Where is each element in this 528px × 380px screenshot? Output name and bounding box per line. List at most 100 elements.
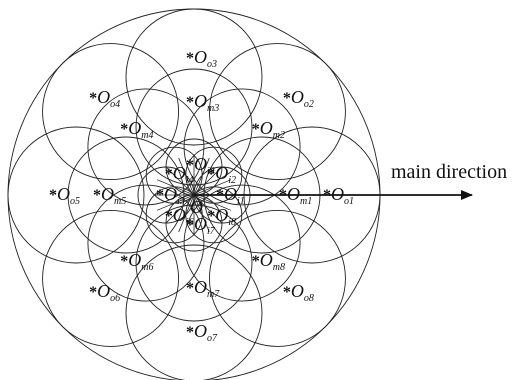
point-label-base: O <box>101 184 114 204</box>
point-label-m7: *Om7 <box>186 277 220 300</box>
point-label-subscript: m5 <box>114 196 126 207</box>
point-label-subscript: i4 <box>186 175 194 186</box>
point-label-m4: *Om4 <box>120 118 153 141</box>
star-marker-icon: * <box>207 166 215 183</box>
center-ray <box>165 166 195 196</box>
point-label-base: O <box>194 321 207 341</box>
point-labels: *Oi1*Oi2*Oi3*Oi4*Oi5*Oi6*Oi7*Oi8*Om1*Om2… <box>49 47 354 344</box>
center-ray <box>178 157 195 196</box>
point-label-m8: *Om8 <box>252 250 285 273</box>
point-label-subscript: i2 <box>228 175 236 186</box>
star-marker-icon: * <box>186 157 194 174</box>
point-label-subscript: o6 <box>110 293 120 304</box>
star-marker-icon: * <box>323 187 331 204</box>
point-label-subscript: i7 <box>207 226 216 237</box>
point-label-subscript: i5 <box>177 196 185 207</box>
point-label-m1: *Om1 <box>279 184 312 207</box>
middle-circle-6 <box>87 184 205 302</box>
outer-circle-3 <box>125 8 263 146</box>
outer-circle-5 <box>7 126 145 264</box>
point-label-m2: *Om2 <box>252 118 285 141</box>
point-label-subscript: m7 <box>207 289 220 300</box>
outer-circle-7 <box>125 244 263 380</box>
center-ray <box>156 194 195 211</box>
center-point-label: O <box>190 197 203 217</box>
point-label-base: O <box>260 250 273 270</box>
center-ray <box>156 179 195 196</box>
point-label-subscript: m2 <box>273 130 285 141</box>
star-marker-icon: * <box>216 187 224 204</box>
point-label-o7: *Oo7 <box>186 321 218 344</box>
outer-circle-4 <box>42 43 180 181</box>
point-label-base: O <box>215 205 228 225</box>
star-marker-icon: * <box>186 324 194 341</box>
point-label-subscript: o1 <box>344 196 354 207</box>
point-label-o2: *Oo2 <box>283 87 314 110</box>
outer-circle-8 <box>208 209 346 347</box>
point-label-o4: *Oo4 <box>89 87 120 110</box>
point-label-o8: *Oo8 <box>283 281 314 304</box>
point-label-base: O <box>164 184 177 204</box>
main-direction-label: main direction <box>391 161 507 183</box>
point-label-base: O <box>128 250 141 270</box>
point-label-o3: *Oo3 <box>186 47 217 70</box>
center-ray <box>165 194 195 224</box>
point-label-base: O <box>291 281 304 301</box>
point-label-i7: *Oi7 <box>186 214 216 237</box>
point-label-base: O <box>128 118 141 138</box>
center-ray <box>193 157 210 196</box>
point-label-i1: *Oi1 <box>216 184 245 207</box>
point-label-base: O <box>194 47 207 67</box>
point-label-subscript: m3 <box>207 103 219 114</box>
point-label-i5: *Oi5 <box>156 184 185 207</box>
point-label-base: O <box>194 214 207 234</box>
point-label-base: O <box>194 91 207 111</box>
point-label-subscript: o3 <box>207 59 217 70</box>
point-label-i3: *Oi3 <box>186 154 215 177</box>
point-label-base: O <box>331 184 344 204</box>
point-label-subscript: m1 <box>300 196 312 207</box>
point-label-m6: *Om6 <box>120 250 153 273</box>
middle-circle-2 <box>183 88 301 206</box>
middle-circle-4 <box>87 88 205 206</box>
point-label-subscript: o7 <box>207 333 218 344</box>
center-ray <box>193 194 232 211</box>
star-marker-icon: * <box>120 253 128 270</box>
middle-circle-8 <box>183 184 301 302</box>
point-label-m5: *Om5 <box>93 184 126 207</box>
outer-circle-6 <box>42 209 180 347</box>
star-marker-icon: * <box>186 217 194 234</box>
center-ray <box>193 179 232 196</box>
star-marker-icon: * <box>89 284 97 301</box>
star-marker-icon: * <box>207 208 215 225</box>
center-ray <box>193 194 210 233</box>
point-label-i8: *Oi8 <box>207 205 236 228</box>
star-marker-icon: * <box>279 187 287 204</box>
point-label-base: O <box>260 118 273 138</box>
point-label-subscript: o8 <box>304 293 314 304</box>
star-marker-icon: * <box>93 187 101 204</box>
star-marker-icon: * <box>165 208 173 225</box>
star-marker-icon: * <box>156 187 164 204</box>
star-marker-icon: * <box>283 90 291 107</box>
point-label-base: O <box>224 184 237 204</box>
star-marker-icon: * <box>283 284 291 301</box>
point-label-base: O <box>173 205 186 225</box>
star-marker-icon: * <box>120 121 128 138</box>
point-label-subscript: m4 <box>141 130 153 141</box>
star-marker-icon: * <box>186 50 194 67</box>
center-ray <box>178 194 195 233</box>
point-label-base: O <box>291 87 304 107</box>
center-ray <box>193 166 223 196</box>
point-label-subscript: m8 <box>273 262 285 273</box>
point-label-i4: *Oi4 <box>165 163 194 186</box>
point-label-base: O <box>97 87 110 107</box>
star-marker-icon: * <box>89 90 97 107</box>
star-marker-icon: * <box>49 187 57 204</box>
point-label-subscript: o2 <box>304 99 314 110</box>
star-marker-icon: * <box>186 280 194 297</box>
point-label-subscript: i8 <box>228 217 236 228</box>
star-marker-icon: * <box>165 166 173 183</box>
point-label-base: O <box>97 281 110 301</box>
point-label-base: O <box>215 163 228 183</box>
